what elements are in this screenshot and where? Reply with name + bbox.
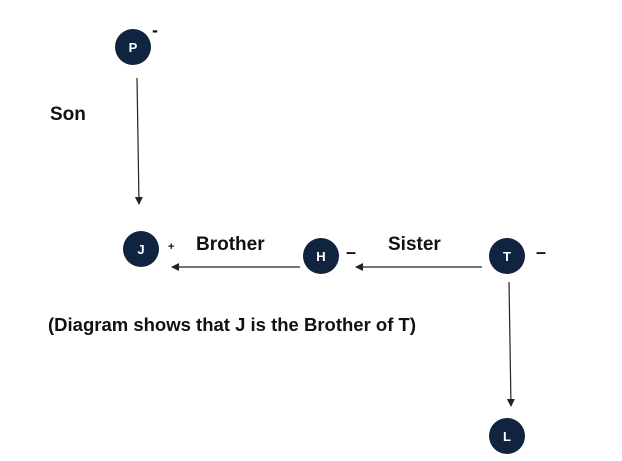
node-p: P (115, 29, 151, 65)
node-l: L (489, 418, 525, 454)
node-j-sign: + (168, 241, 174, 253)
node-t-sign: – (536, 242, 546, 262)
node-h-sign: – (346, 242, 356, 262)
edge-label-son: Son (50, 104, 86, 125)
edge-p-to-j (134, 77, 143, 205)
diagram-caption: (Diagram shows that J is the Brother of … (48, 314, 416, 335)
node-p-sign: - (152, 20, 158, 40)
edge-t-to-l (506, 281, 515, 407)
node-h: H (303, 238, 339, 274)
edge-label-sister: Sister (388, 234, 441, 255)
node-h-label: H (316, 249, 325, 264)
node-t: T (489, 238, 525, 274)
edge-label-brother: Brother (196, 234, 265, 255)
node-p-label: P (129, 40, 138, 55)
node-j-label: J (137, 242, 144, 257)
node-j: J (123, 231, 159, 267)
node-l-label: L (503, 429, 511, 444)
node-t-label: T (503, 249, 511, 264)
